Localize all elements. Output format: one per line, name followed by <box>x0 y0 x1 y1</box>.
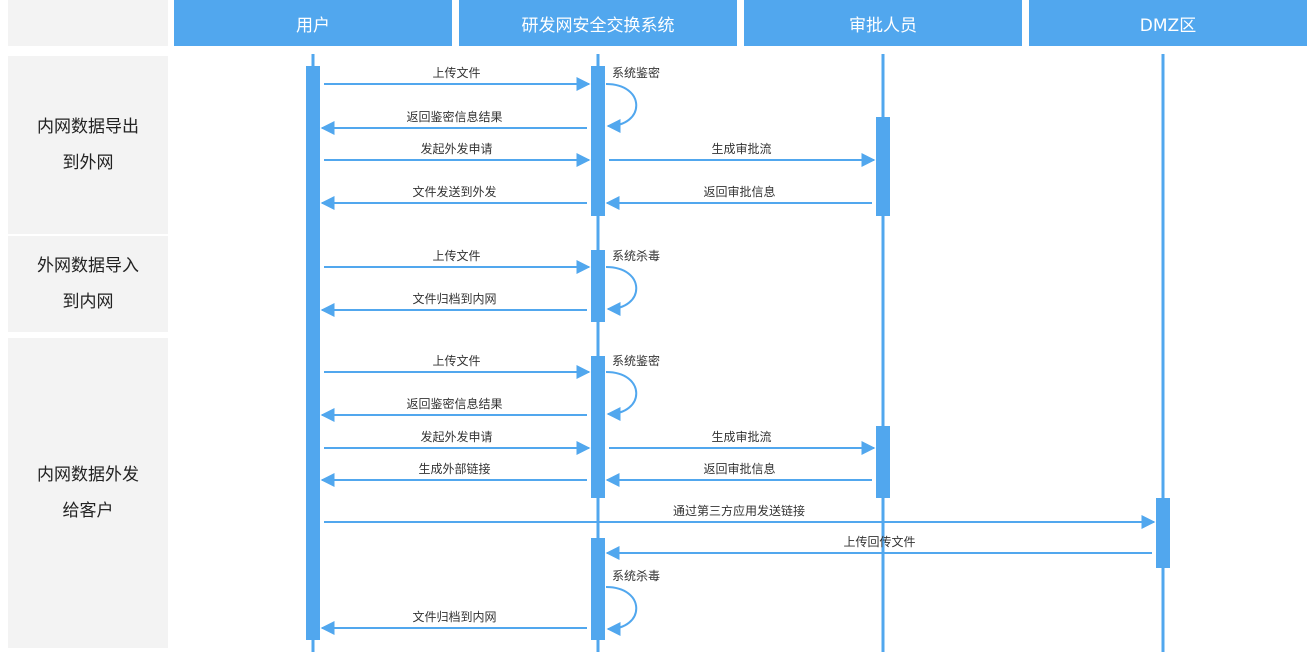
activation-bar-system <box>591 66 605 216</box>
phase-label: 内网数据导出到外网 <box>37 117 139 173</box>
header-corner <box>8 0 168 46</box>
self-message-label: 系统鉴密 <box>612 65 660 80</box>
phase-label: 内网数据外发给客户 <box>37 465 139 521</box>
message-label: 上传文件 <box>432 353 480 368</box>
message-label: 生成审批流 <box>711 429 771 444</box>
message-label: 上传文件 <box>432 248 480 263</box>
lane-header-approver: 审批人员 <box>744 0 1022 46</box>
activation-bar-dmz <box>1156 498 1170 568</box>
lane-header-system: 研发网安全交换系统 <box>459 0 737 46</box>
message-label: 发起外发申请 <box>420 141 492 156</box>
self-message-arrow <box>605 266 638 316</box>
phase-import: 外网数据导入到内网 <box>8 236 168 332</box>
self-message-arrow <box>605 83 638 133</box>
self-message-label: 系统鉴密 <box>612 353 660 368</box>
lane-header-user: 用户 <box>174 0 452 46</box>
activation-bar-system <box>591 356 605 498</box>
activation-bar-system <box>591 250 605 322</box>
self-message-arrow <box>605 586 638 636</box>
phase-label: 外网数据导入到内网 <box>37 256 139 312</box>
self-message-arrow <box>605 371 638 421</box>
message-label: 返回审批信息 <box>703 184 775 199</box>
message-label: 文件归档到内网 <box>412 291 496 306</box>
self-message-label: 系统杀毒 <box>612 568 660 583</box>
activation-bar-user <box>306 66 320 640</box>
activation-bar-system <box>591 538 605 640</box>
message-label: 返回鉴密信息结果 <box>406 396 502 411</box>
message-label: 文件归档到内网 <box>412 609 496 624</box>
lane-header-dmz: DMZ区 <box>1029 0 1307 46</box>
self-message-label: 系统杀毒 <box>612 248 660 263</box>
message-label: 返回审批信息 <box>703 461 775 476</box>
message-label: 发起外发申请 <box>420 429 492 444</box>
message-label: 返回鉴密信息结果 <box>406 109 502 124</box>
message-label: 生成外部链接 <box>418 461 490 476</box>
message-label: 生成审批流 <box>711 141 771 156</box>
phase-customer: 内网数据外发给客户 <box>8 338 168 648</box>
message-label: 上传文件 <box>432 65 480 80</box>
message-label: 上传回传文件 <box>843 534 915 549</box>
message-label: 文件发送到外发 <box>412 184 496 199</box>
message-label: 通过第三方应用发送链接 <box>673 503 805 518</box>
phase-export: 内网数据导出到外网 <box>8 56 168 234</box>
activation-bar-approver <box>876 117 890 216</box>
activation-bar-approver <box>876 426 890 498</box>
